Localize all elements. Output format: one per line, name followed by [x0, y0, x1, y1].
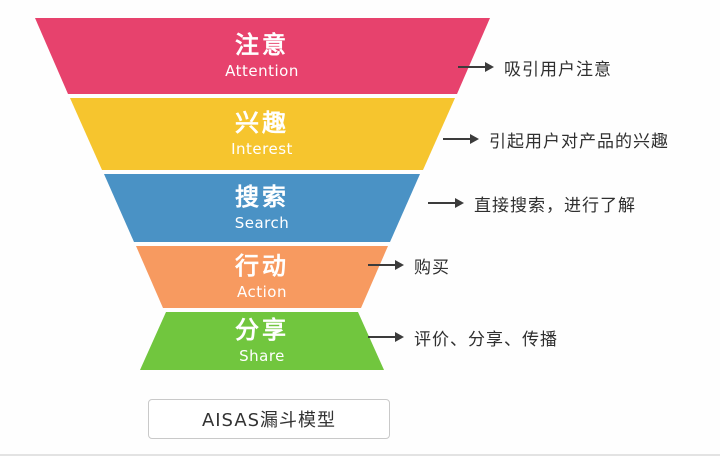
funnel-layer-shape-search [104, 174, 420, 242]
funnel-layer-shape-share [140, 312, 384, 370]
annotation-text: 购买 [414, 257, 450, 278]
annotation-share: 评价、分享、传播 [368, 324, 558, 350]
funnel-layer-shape-interest [70, 98, 455, 170]
arrow-right-icon [428, 198, 464, 208]
caption-text: AISAS漏斗模型 [201, 410, 337, 431]
annotation-search: 直接搜索，进行了解 [428, 190, 636, 216]
annotation-action: 购买 [368, 252, 450, 278]
annotation-text: 直接搜索，进行了解 [474, 195, 636, 216]
annotation-text: 引起用户对产品的兴趣 [489, 131, 669, 152]
caption-box: AISAS漏斗模型 [148, 399, 390, 439]
annotation-attention: 吸引用户注意 [458, 54, 612, 80]
arrow-right-icon [368, 260, 404, 270]
funnel-layer-shape-action [136, 246, 388, 308]
funnel-layer-shape-attention [35, 18, 490, 94]
arrow-right-icon [458, 62, 494, 72]
arrow-right-icon [443, 134, 479, 144]
annotation-text: 吸引用户注意 [504, 59, 612, 80]
annotation-text: 评价、分享、传播 [414, 329, 558, 350]
arrow-right-icon [368, 332, 404, 342]
annotation-interest: 引起用户对产品的兴趣 [443, 126, 669, 152]
